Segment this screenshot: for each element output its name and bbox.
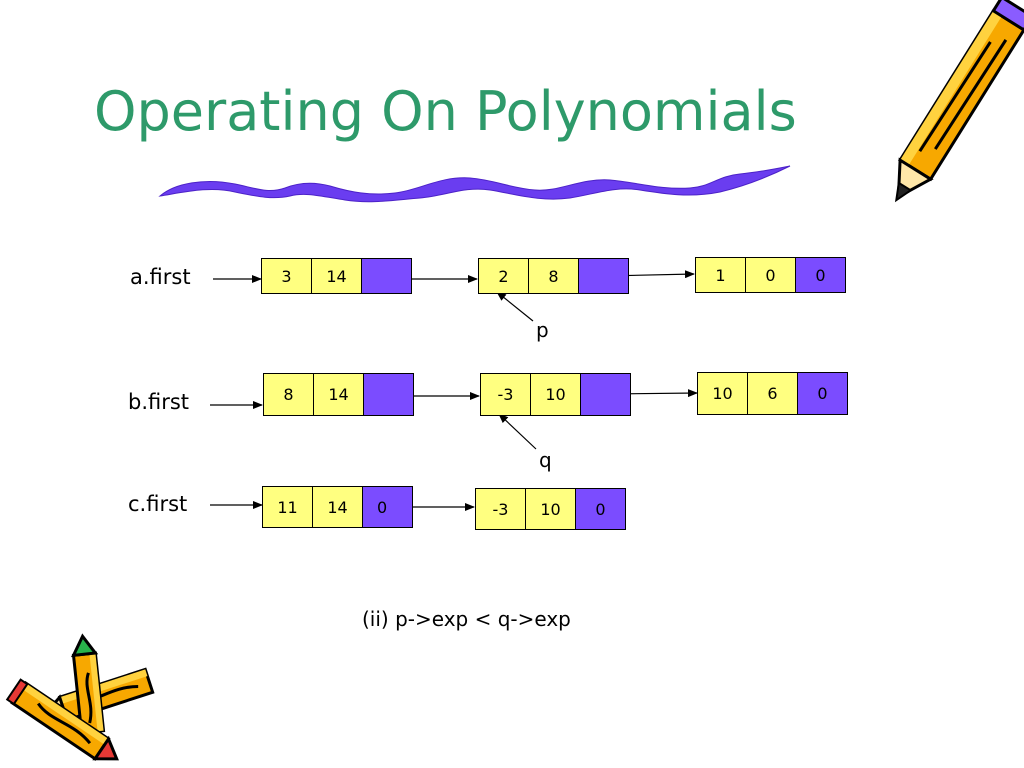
p-pointer-arrow bbox=[496, 291, 534, 322]
b-first-label: b.first bbox=[128, 390, 190, 414]
node-coef: 3 bbox=[261, 258, 312, 294]
node-link bbox=[578, 258, 629, 294]
node-coef: -3 bbox=[475, 488, 526, 530]
node-link bbox=[361, 258, 412, 294]
node-coef: -3 bbox=[480, 373, 531, 416]
node-coef: 11 bbox=[262, 486, 313, 528]
slide-title: Operating On Polynomials bbox=[94, 80, 797, 143]
node-exp: 14 bbox=[313, 373, 364, 416]
pointer-q-label: q bbox=[539, 448, 552, 472]
node-link: 0 bbox=[362, 486, 413, 528]
q-pointer-arrow bbox=[498, 413, 537, 450]
node-exp: 10 bbox=[530, 373, 581, 416]
node-coef: 10 bbox=[697, 372, 748, 415]
node-link bbox=[580, 373, 631, 416]
node-link bbox=[363, 373, 414, 416]
c-first-label: c.first bbox=[128, 492, 188, 516]
node-link: 0 bbox=[797, 372, 848, 415]
node-exp: 0 bbox=[745, 257, 796, 293]
node-exp: 14 bbox=[311, 258, 362, 294]
node-exp: 14 bbox=[312, 486, 363, 528]
node-link: 0 bbox=[575, 488, 626, 530]
node-exp: 8 bbox=[528, 258, 579, 294]
pointer-p-label: p bbox=[536, 318, 549, 342]
node-link: 0 bbox=[795, 257, 846, 293]
node-exp: 10 bbox=[525, 488, 576, 530]
caption: (ii) p->exp < q->exp bbox=[362, 607, 571, 631]
node-coef: 1 bbox=[695, 257, 746, 293]
a-first-label: a.first bbox=[130, 265, 191, 289]
node-coef: 2 bbox=[478, 258, 529, 294]
node-coef: 8 bbox=[263, 373, 314, 416]
node-exp: 6 bbox=[747, 372, 798, 415]
